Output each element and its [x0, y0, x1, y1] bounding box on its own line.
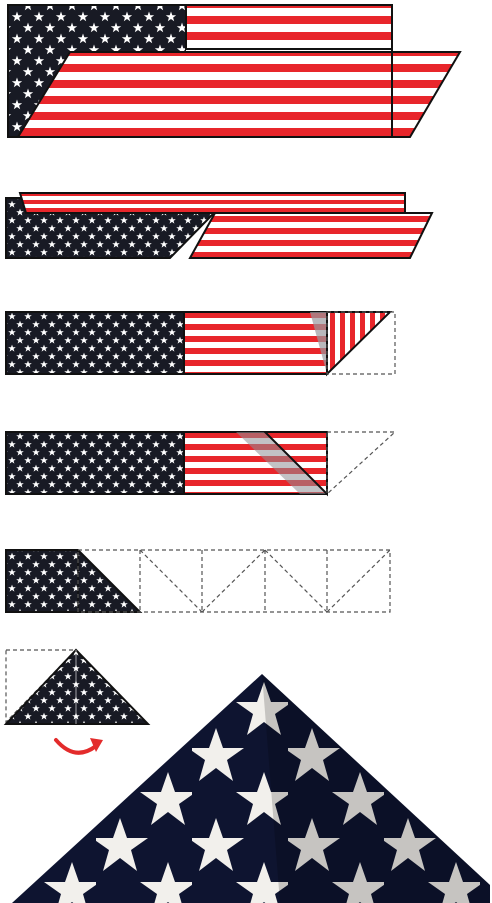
step-1-fold-lengthwise: [8, 5, 460, 137]
stripe-strip: [184, 312, 327, 374]
folded-stripe-top: [20, 193, 405, 213]
union-strip: [6, 312, 184, 374]
curved-arrow-icon: [56, 738, 103, 753]
step-4-second-triangle-fold: [6, 432, 395, 494]
step-6-tuck-end: [6, 650, 148, 753]
dashed-fold-outline: [327, 432, 395, 494]
union-folded-block: [6, 550, 140, 612]
folded-stripe-half: [18, 52, 460, 137]
step-3-first-triangle-fold: [6, 312, 395, 374]
union-strip: [6, 432, 184, 494]
photo-shading: [262, 674, 490, 903]
folded-stripe-lower: [190, 213, 432, 258]
stripe-field-back: [186, 5, 392, 49]
step-5-triangle-folds-to-union: [6, 550, 390, 612]
step-2-fold-lengthwise-again: [6, 193, 432, 258]
folded-triangle: [327, 312, 390, 374]
folded-triangle-flag: [6, 650, 148, 724]
